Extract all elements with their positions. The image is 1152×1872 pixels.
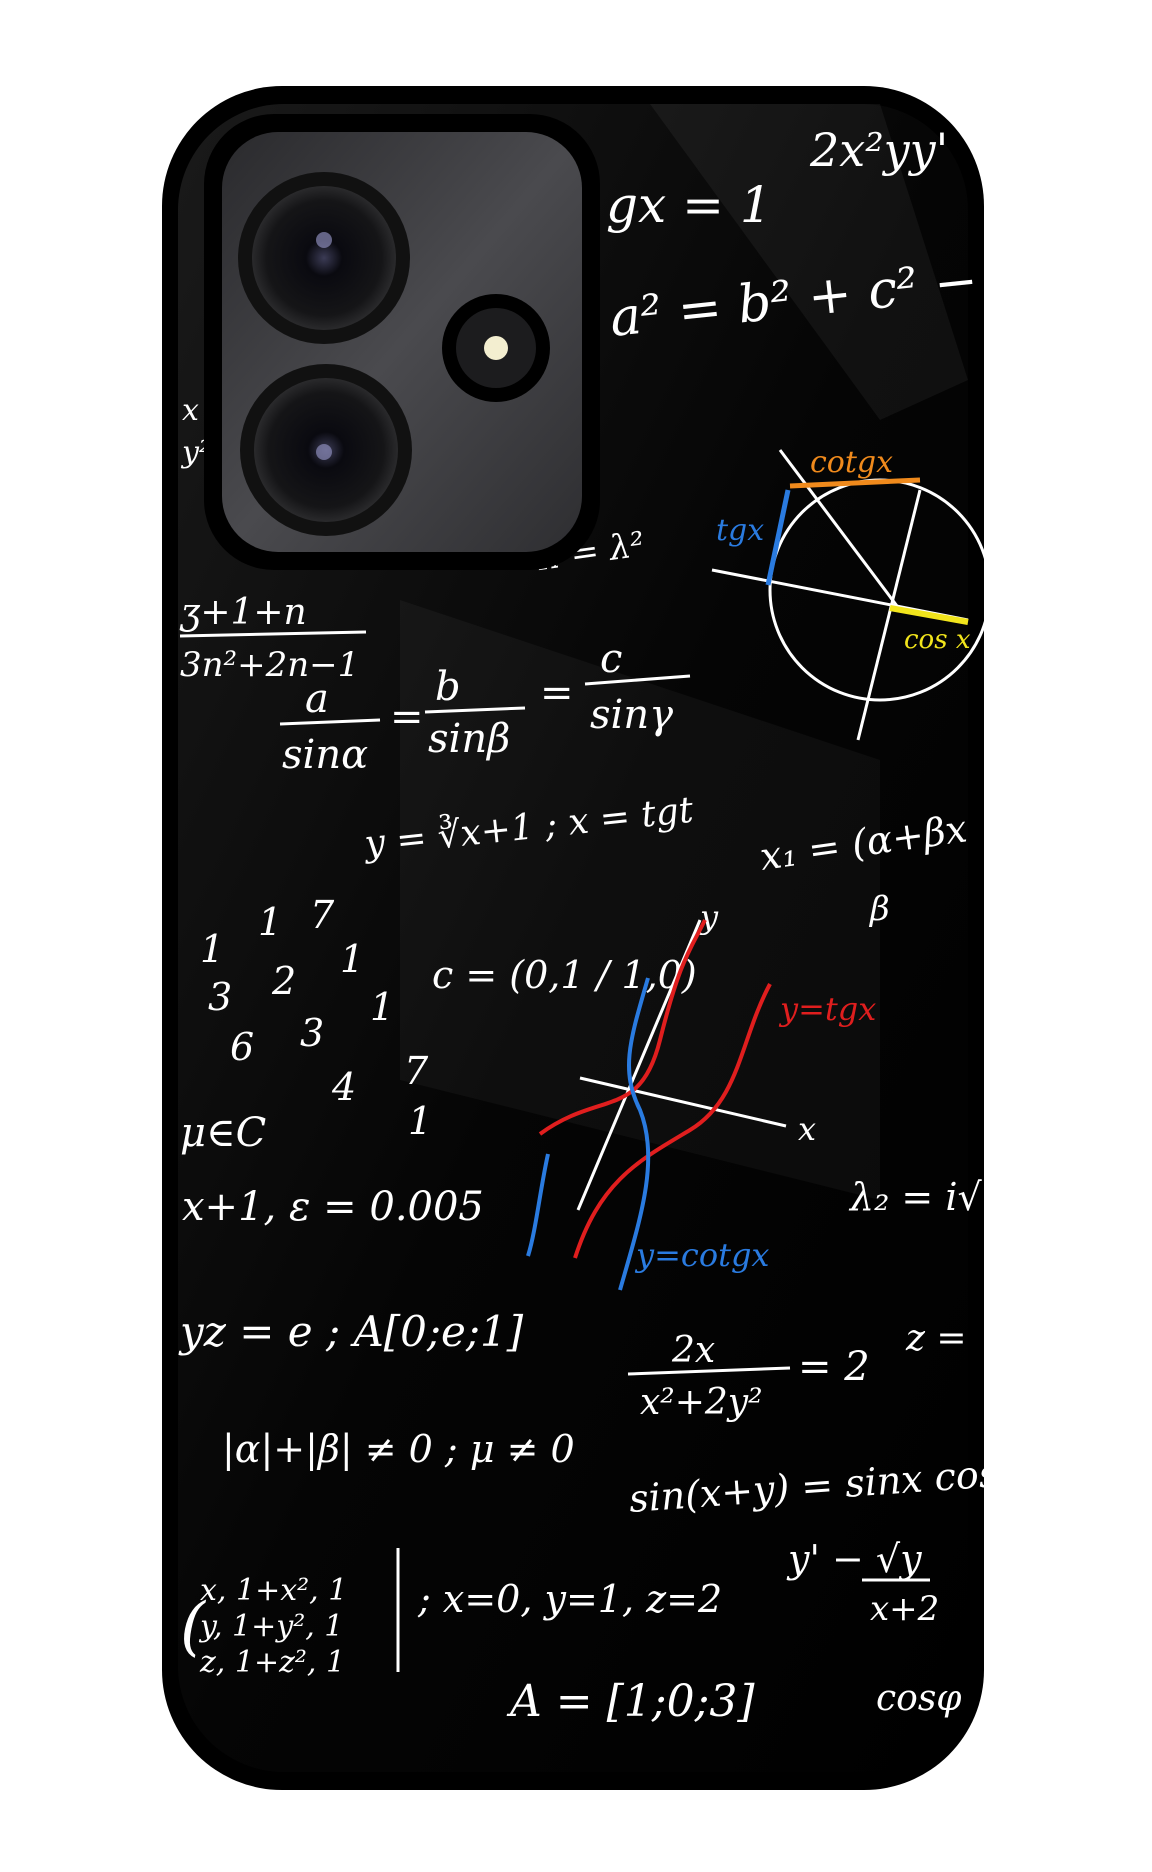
formula: c: [600, 636, 622, 682]
formula: β: [868, 889, 890, 929]
formula: = 2: [798, 1344, 870, 1390]
formula: μ∈C: [180, 1110, 266, 1156]
formula: sinα: [282, 732, 368, 778]
formula: x+1, ε = 0.005: [182, 1184, 484, 1230]
camera-module: [204, 114, 600, 570]
camera-lens: [240, 364, 412, 536]
camera-lens: [238, 172, 410, 344]
digit: 3: [208, 975, 232, 1019]
formula: =: [540, 670, 574, 716]
digit: 1: [408, 1099, 432, 1143]
formula: (: [180, 1590, 207, 1664]
formula: z =: [905, 1318, 967, 1359]
digit: 1: [258, 900, 282, 944]
formula: 3n²+2n−1: [180, 645, 359, 685]
formula: x²+2y²: [640, 1382, 763, 1423]
formula: y, 1+y², 1: [198, 1609, 343, 1644]
formula: A = [1;0;3]: [506, 1676, 755, 1727]
digit: 3: [300, 1011, 324, 1055]
tg-label: tgx: [716, 513, 764, 548]
cotg-curve: [618, 977, 651, 1291]
digit: 2: [271, 959, 296, 1003]
formula: gx = 1: [606, 176, 772, 234]
digit: 7: [404, 1049, 429, 1093]
digit-cluster: 1 1 7 1 2 1 3 6 3 7 4 1: [200, 893, 432, 1143]
formula: cosφ: [876, 1678, 962, 1719]
formula: yz = e ; A[0;e;1]: [178, 1307, 524, 1356]
formula: ʒ+1+n: [179, 592, 307, 633]
digit: 6: [230, 1025, 254, 1069]
digit: 7: [310, 893, 335, 937]
formula: y' − √y: [786, 1537, 922, 1581]
formula: sinγ: [590, 692, 673, 738]
formula: z, 1+z², 1: [199, 1645, 345, 1680]
tangent-graph: y x y=tgx y=cotgx: [526, 898, 876, 1291]
cotg-curve: [526, 1153, 550, 1257]
flash-icon: [442, 294, 550, 402]
formula: ; x=0, y=1, z=2: [417, 1577, 722, 1621]
cotg-curve-label: y=cotgx: [634, 1236, 769, 1274]
digit: 4: [331, 1065, 356, 1109]
formula: a: [305, 676, 329, 722]
x-axis: [579, 1076, 787, 1128]
digit: 1: [340, 937, 364, 981]
formula: sinβ: [428, 716, 510, 762]
tg-curve: [573, 983, 772, 1259]
x-axis-label: x: [798, 1110, 816, 1148]
tg-curve-label: y=tgx: [778, 990, 876, 1028]
formula: λ₂ = i√: [848, 1175, 982, 1219]
formula: 2x: [671, 1330, 715, 1371]
cos-label: cos x: [904, 625, 971, 655]
formula: |α|+|β| ≠ 0 ; μ ≠ 0: [222, 1427, 575, 1471]
unit-circle-diagram: cotgx tgx cos x: [711, 445, 992, 741]
formula: c = (0,1 / 1,0): [432, 953, 697, 997]
cotg-label: cotgx: [810, 445, 893, 480]
formula: x+2: [870, 1589, 939, 1629]
formula: x, 1+x², 1: [200, 1573, 347, 1608]
reflection: [400, 600, 880, 1200]
digit: 1: [200, 927, 224, 971]
formula: x: [182, 393, 199, 428]
tg-curve: [538, 919, 707, 1136]
formula: =: [390, 694, 424, 740]
digit: 1: [370, 985, 394, 1029]
formula: b: [435, 664, 461, 710]
formula: 2x²yy': [809, 123, 948, 177]
reflection: [650, 104, 968, 420]
